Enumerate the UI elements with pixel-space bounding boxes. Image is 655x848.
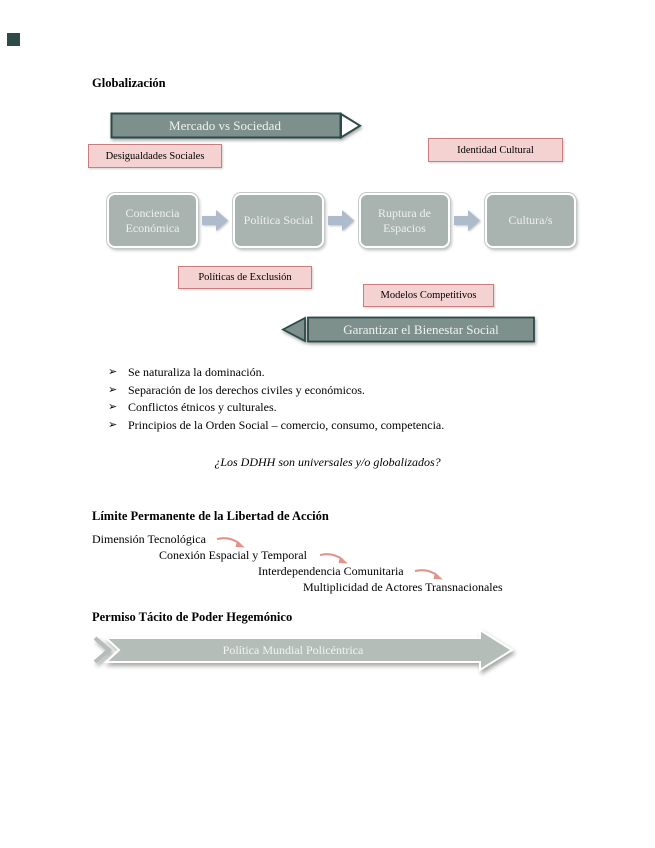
- flow-connector: [198, 193, 233, 248]
- corner-square-shape: [7, 33, 20, 46]
- politica-mundial-arrow-label: Política Mundial Policéntrica: [222, 643, 364, 657]
- mercado-arrow-shape: Mercado vs Sociedad: [110, 112, 364, 140]
- cascade-item-interdependencia: Interdependencia Comunitaria: [258, 564, 404, 578]
- identidad-box: Identidad Cultural: [428, 138, 563, 162]
- flow-box-ruptura: Ruptura de Espacios: [359, 193, 450, 248]
- limite-heading: Límite Permanente de la Libertad de Acci…: [92, 509, 329, 523]
- mercado-arrow-label: Mercado vs Sociedad: [169, 118, 281, 133]
- right-arrow-icon: [328, 210, 354, 231]
- flow-connector: [324, 193, 359, 248]
- garantizar-arrow-shape: Garantizar el Bienestar Social: [281, 316, 537, 343]
- question-text: ¿Los DDHH son universales y/o globalizad…: [214, 455, 441, 469]
- arrow-bullet-icon: ➢: [108, 401, 118, 413]
- left-banner-arrow-icon: [281, 316, 535, 343]
- arrow-bullet-icon: ➢: [108, 418, 118, 431]
- list-item: ➢ Conflictos étnicos y culturales.: [108, 399, 588, 417]
- list-item: ➢ Separación de los derechos civiles y e…: [108, 382, 588, 400]
- flow-box-conciencia: Conciencia Económica: [107, 193, 198, 248]
- identidad-box-label: Identidad Cultural: [457, 144, 534, 156]
- garantizar-arrow-label: Garantizar el Bienestar Social: [343, 322, 499, 337]
- flow-connector: [450, 193, 485, 248]
- politicas-box-label: Políticas de Exclusión: [198, 272, 292, 283]
- bullet-list: ➢ Se naturaliza la dominación. ➢ Separac…: [108, 364, 588, 434]
- cascade-item-conexion: Conexión Espacial y Temporal: [159, 548, 307, 562]
- cascade-arrow-icon: [319, 553, 348, 564]
- list-item-text: Se naturaliza la dominación.: [128, 365, 265, 379]
- right-arrow-icon: [454, 210, 480, 231]
- modelos-box: Modelos Competitivos: [363, 284, 494, 307]
- cascade-item-dimension: Dimensión Tecnológica: [92, 532, 206, 546]
- cascade-arrow-icon: [414, 569, 443, 580]
- politicas-box: Políticas de Exclusión: [178, 266, 312, 289]
- flow-box-label: Política Social: [243, 213, 314, 228]
- desigualdades-box-label: Desigualdades Sociales: [105, 150, 205, 162]
- process-flow: Conciencia Económica Política Social Rup…: [107, 193, 576, 248]
- flow-box-label: Conciencia Económica: [125, 206, 180, 235]
- modelos-box-label: Modelos Competitivos: [380, 290, 477, 301]
- right-arrow-icon: [202, 210, 228, 231]
- arrow-bullet-icon: ➢: [108, 383, 118, 396]
- arrow-bullet-icon: ➢: [108, 366, 118, 378]
- permiso-heading: Permiso Tácito de Poder Hegemónico: [92, 610, 293, 624]
- flow-box-politica-social: Política Social: [233, 193, 324, 248]
- page-title: Globalización: [92, 76, 166, 90]
- list-item-text: Conflictos étnicos y culturales.: [128, 400, 277, 414]
- flow-box-label: Ruptura de Espacios: [378, 206, 431, 235]
- right-banner-arrow-icon: [110, 112, 362, 140]
- politica-mundial-arrow-shape: [92, 624, 516, 676]
- list-item-text: Separación de los derechos civiles y eco…: [128, 382, 365, 397]
- cascade-arrow-icon: [216, 537, 245, 548]
- flow-box-label: Cultura/s: [508, 213, 553, 228]
- list-item: ➢ Principios de la Orden Social – comerc…: [108, 417, 588, 435]
- desigualdades-box: Desigualdades Sociales: [88, 144, 222, 168]
- cascade-item-multiplicidad: Multiplicidad de Actores Transnacionales: [303, 580, 503, 594]
- flow-box-cultura: Cultura/s: [485, 193, 576, 248]
- list-item: ➢ Se naturaliza la dominación.: [108, 364, 588, 382]
- list-item-text: Principios de la Orden Social – comercio…: [128, 417, 445, 432]
- big-right-arrow-icon: [93, 628, 514, 672]
